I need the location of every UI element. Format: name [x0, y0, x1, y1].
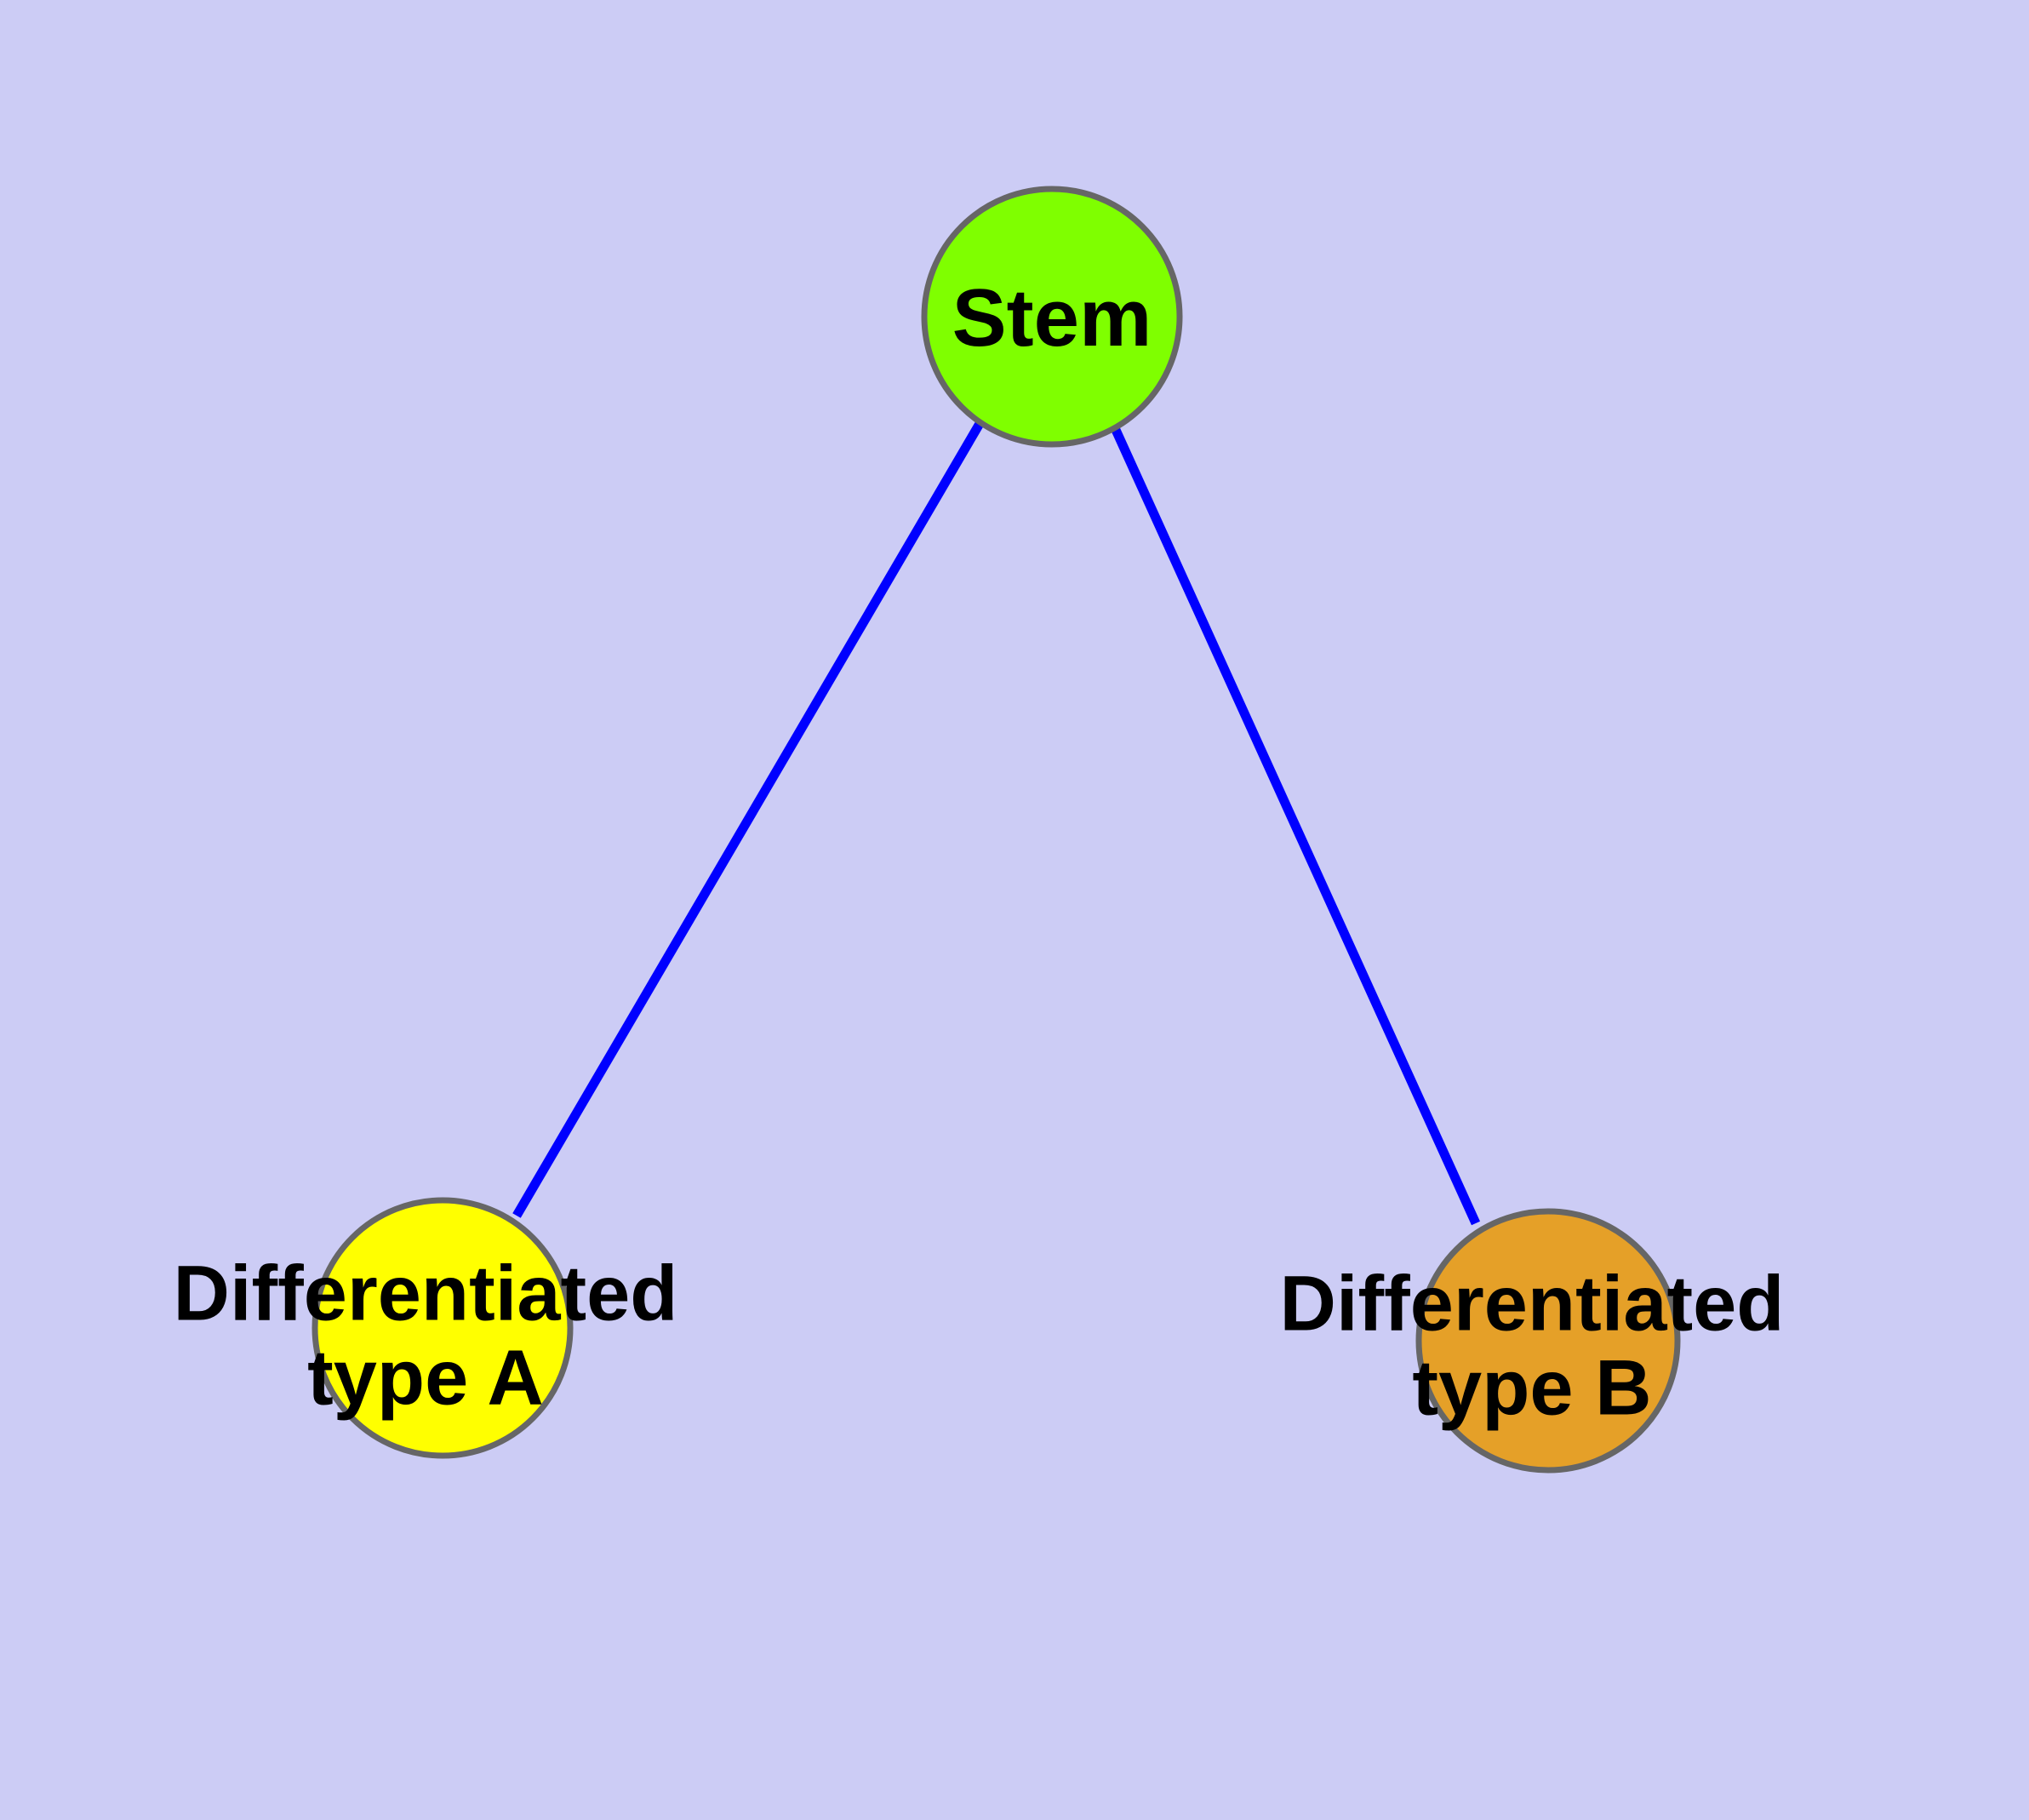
graph-edge-stem-to-diff-a[interactable]: [512, 420, 985, 1218]
nodes-layer: [311, 186, 1681, 1474]
graph-node-diff_b[interactable]: [1415, 1208, 1681, 1474]
graph-node-diff_a[interactable]: [311, 1197, 574, 1459]
edges-layer: [512, 420, 1481, 1226]
graph-node-stem[interactable]: [921, 186, 1183, 448]
graph-edge-stem-to-diff-b[interactable]: [1111, 427, 1481, 1226]
